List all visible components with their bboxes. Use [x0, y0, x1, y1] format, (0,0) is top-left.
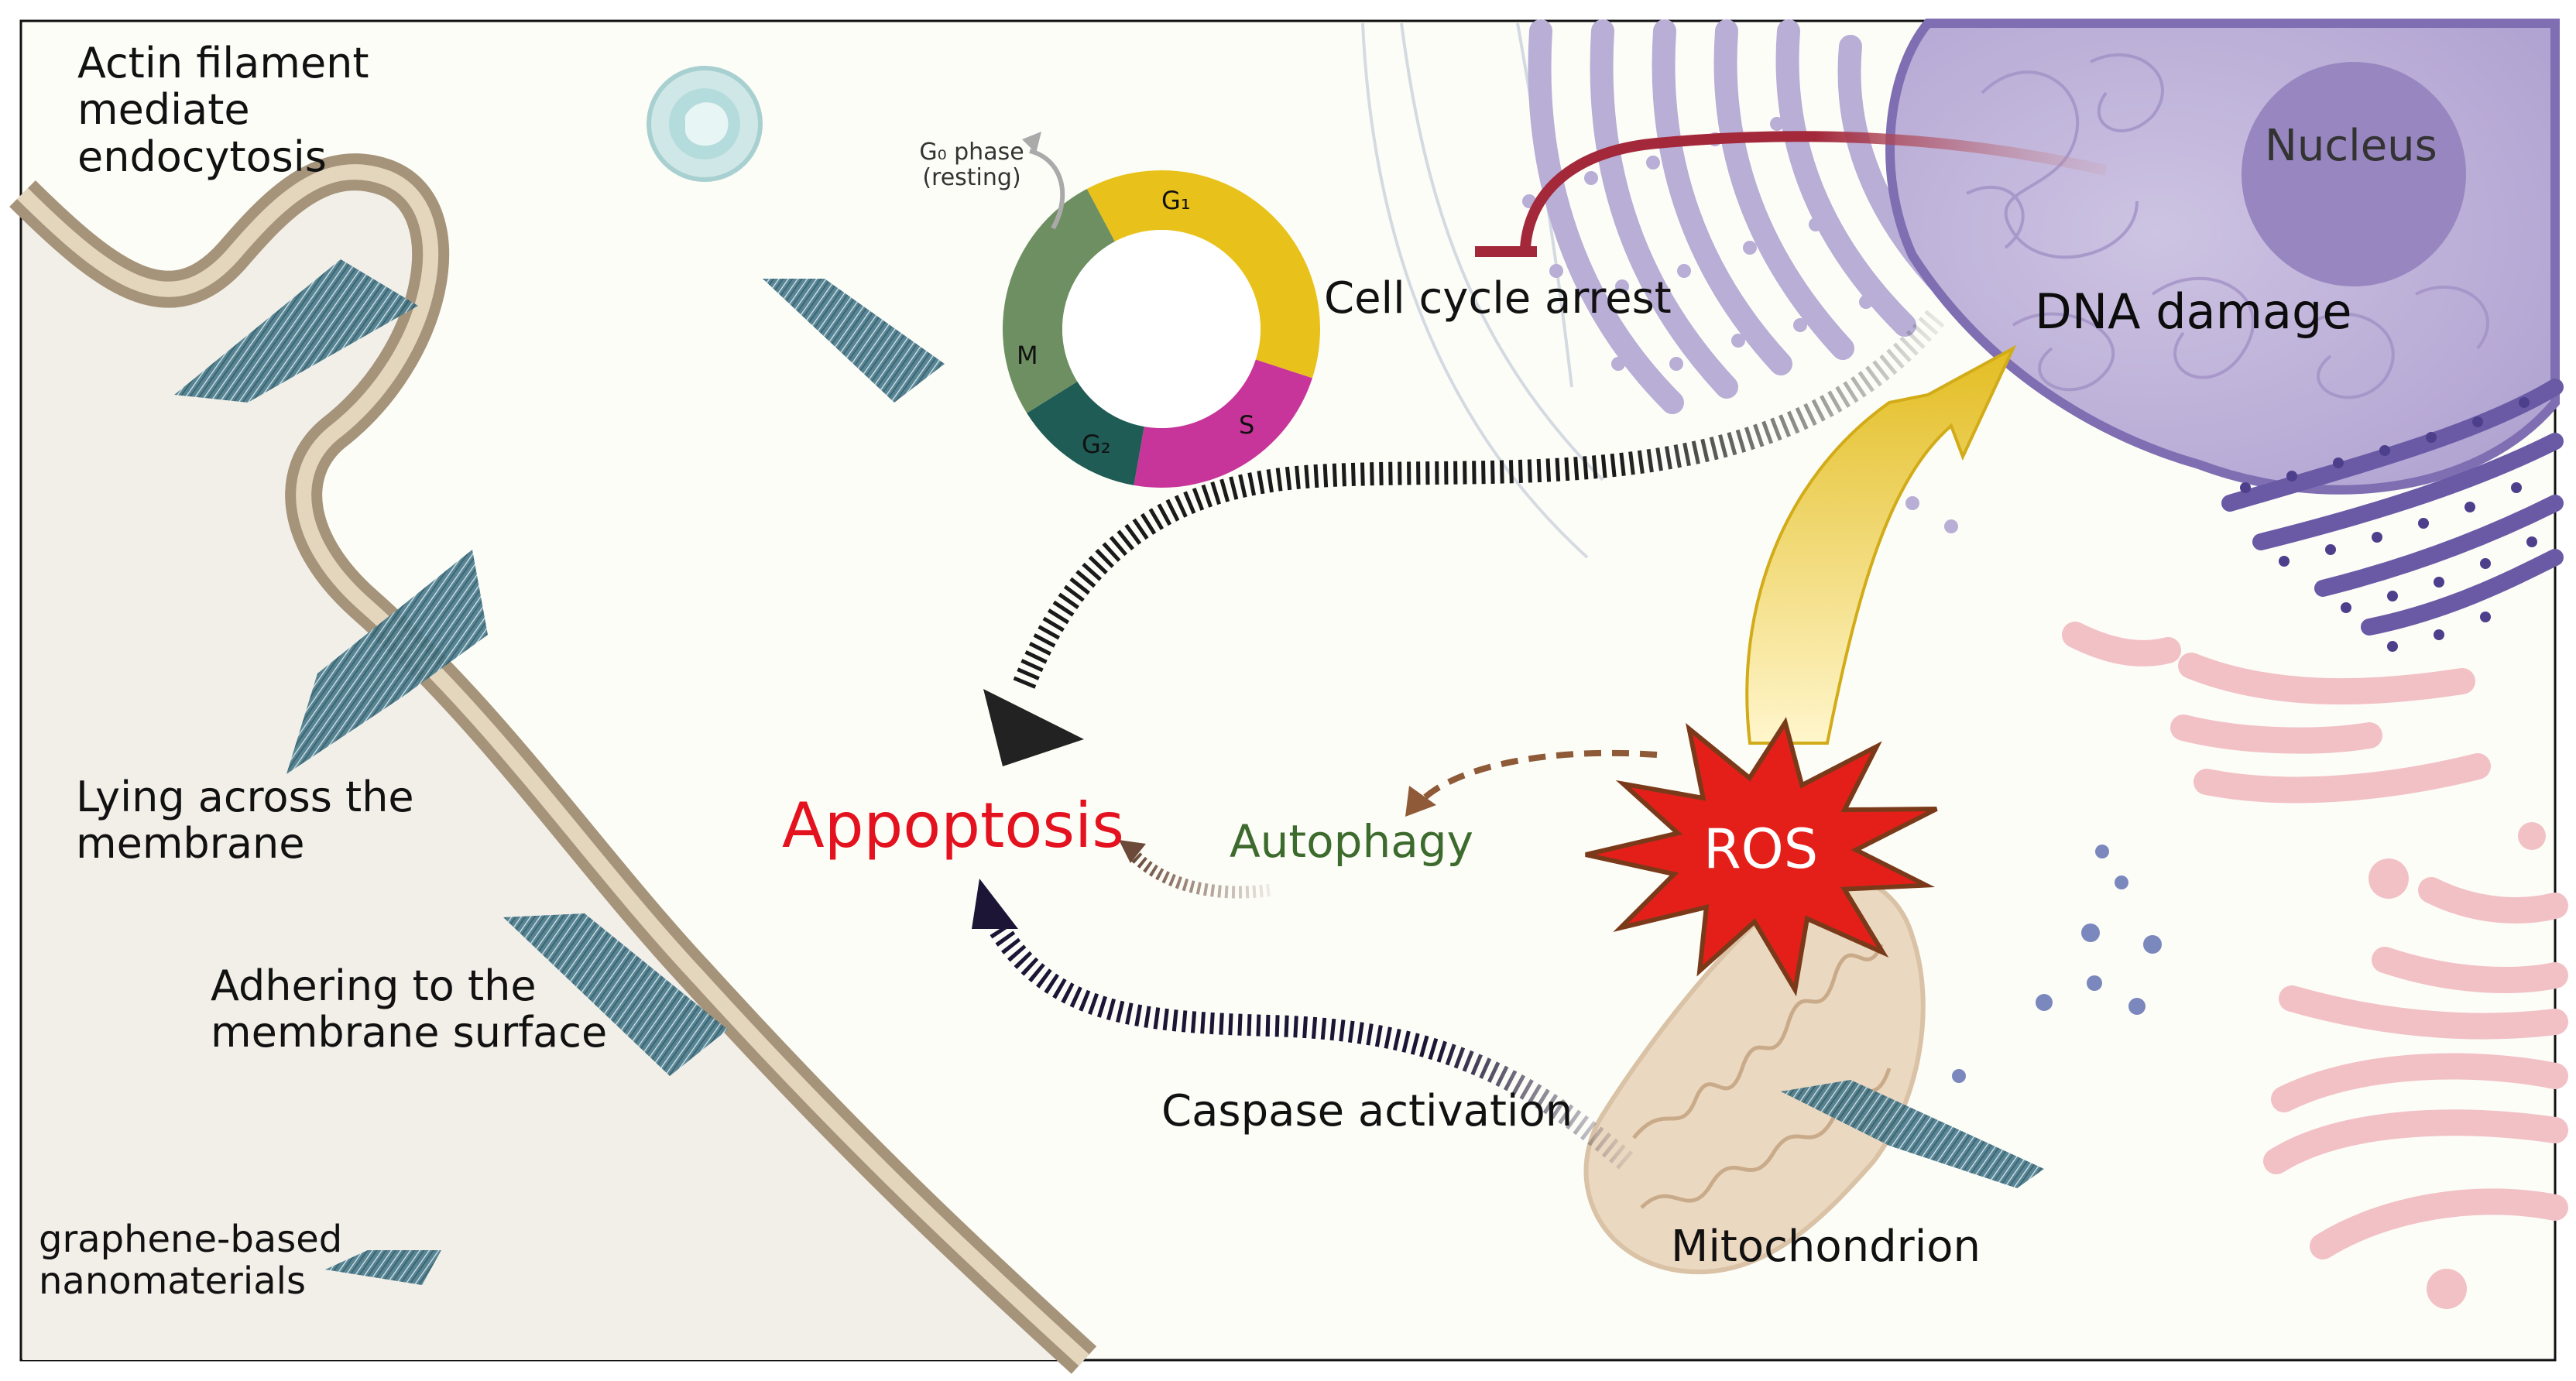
graphene-sheet-icon [174, 259, 418, 403]
graphene-sheet-icon [503, 913, 728, 1076]
ros-to-dna-arrow [1745, 344, 2017, 745]
graphene-sheet-icon [286, 550, 488, 774]
ros-to-autophagy-arrow [1405, 749, 1658, 817]
cell-cycle-icon [1003, 170, 1320, 488]
graphene-sheet-icon [763, 279, 945, 403]
label-cell-cycle-arrest: Cell cycle arrest [1324, 273, 1672, 324]
phase-label-g1: G₁ [1161, 186, 1191, 215]
golgi-pink-icon [2062, 622, 2568, 1259]
nucleolus [2242, 62, 2466, 286]
cycle-center [1062, 230, 1261, 428]
cycle-segment-m [1003, 188, 1115, 413]
label-g0-phase: G₀ phase (resting) [919, 139, 1024, 191]
pink-vesicles [2368, 822, 2546, 1309]
golgi-dots [1522, 117, 1958, 533]
label-nucleus: Nucleus [2265, 121, 2437, 171]
phase-label-m: M [1017, 341, 1038, 370]
label-autophagy: Autophagy [1230, 815, 1473, 868]
label-graphene-nanomaterials: graphene-based nanomaterials [39, 1218, 343, 1303]
label-mitochondrion: Mitochondrion [1671, 1222, 1981, 1272]
label-ros: ROS [1703, 817, 1819, 881]
cell-membrane [9, 153, 1097, 1374]
cycle-segment-g1 [1086, 170, 1320, 379]
golgi-icon [1528, 19, 1963, 414]
label-dna-damage: DNA damage [2035, 283, 2352, 340]
cell-cycle-arrest-arrow [1475, 131, 2108, 257]
label-actin-endocytosis: Actin filament mediate endocytosis [77, 39, 369, 181]
dna-to-appoptosis-arrow [983, 310, 1945, 766]
cycle-segment-s [1134, 359, 1312, 488]
graphene-sheet-icon [325, 1250, 441, 1285]
cycle-segment-g2 [1027, 381, 1144, 485]
label-adhering: Adhering to the membrane surface [211, 961, 608, 1057]
molecule-dots [1952, 845, 2162, 1083]
label-lying-across: Lying across the membrane [76, 773, 414, 869]
vesicle-icon [647, 66, 763, 182]
ros-star-icon [1585, 717, 1938, 997]
g0-arrow [1022, 132, 1065, 230]
label-caspase-activation: Caspase activation [1161, 1086, 1573, 1136]
graphene-sheets [174, 259, 2044, 1285]
phase-label-s: S [1239, 410, 1254, 440]
label-appoptosis: Appoptosis [782, 790, 1124, 862]
nucleus-icon [1885, 19, 2560, 495]
autophagy-to-appoptosis-arrow [1119, 840, 1271, 899]
caspase-to-appoptosis-arrow [972, 879, 1634, 1170]
ribosome-dots [2240, 397, 2537, 652]
phase-label-g2: G₂ [1082, 430, 1111, 459]
graphene-sheet-icon [1781, 1080, 2044, 1188]
extracellular-space [22, 172, 1084, 1361]
